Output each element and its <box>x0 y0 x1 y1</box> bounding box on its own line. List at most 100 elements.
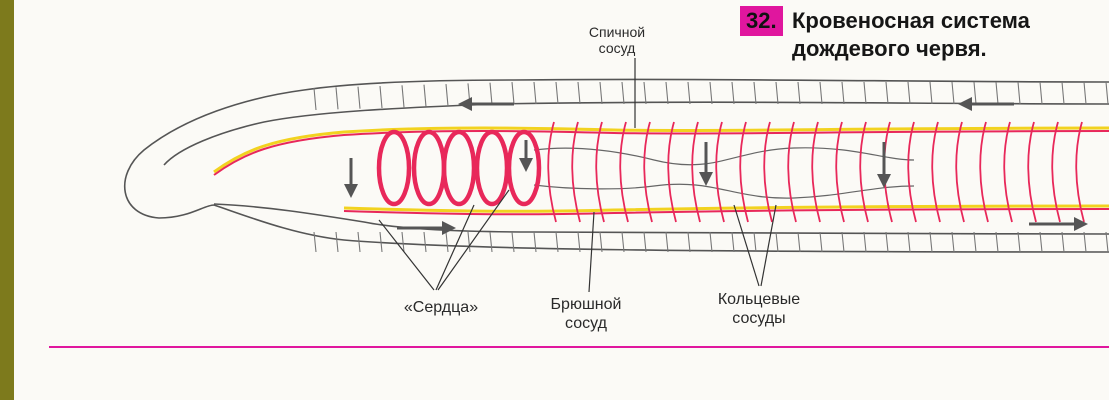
arrow-left-icon <box>958 97 1014 111</box>
segment-line <box>776 232 778 252</box>
arrow-right-icon <box>397 221 456 235</box>
label-ventral-vessel: Брюшной сосуд <box>534 295 638 333</box>
heart-ring <box>477 132 507 204</box>
diagram-frame: 32. Кровеносная система дождевого червя.… <box>14 0 1109 400</box>
segment-line <box>996 232 998 252</box>
title-line-2: дождевого червя. <box>792 35 987 63</box>
segment-line <box>1018 232 1020 252</box>
segment-line <box>908 82 910 104</box>
arrow-left-icon <box>458 97 514 111</box>
label-dorsal-line-2: сосуд <box>577 40 657 56</box>
figure-number-badge: 32. <box>740 6 783 36</box>
arrow-down-icon <box>344 158 358 198</box>
segment-line <box>644 82 646 104</box>
segment-line <box>1040 232 1042 252</box>
segment-line <box>864 82 866 104</box>
label-ventral-line-2: сосуд <box>534 314 638 333</box>
segment-line <box>1062 82 1064 104</box>
segment-line <box>776 82 778 104</box>
segment-line <box>952 82 954 104</box>
segment-line <box>842 232 844 252</box>
segment-line <box>336 232 338 252</box>
segment-line <box>490 232 492 252</box>
segment-line <box>336 87 338 109</box>
segment-line <box>798 232 800 252</box>
ring-vessel <box>668 122 676 222</box>
segment-line <box>820 232 822 252</box>
segment-line <box>424 85 426 107</box>
intestine-outline <box>534 148 914 198</box>
segment-line <box>952 232 954 252</box>
segment-line <box>446 232 448 252</box>
segment-line <box>688 232 690 252</box>
segment-line <box>820 82 822 104</box>
segment-line <box>886 82 888 104</box>
segment-line <box>622 82 624 104</box>
segment-line <box>710 82 712 104</box>
segment-line <box>930 82 932 104</box>
segment-line <box>1106 82 1108 104</box>
label-rings-line-2: сосуды <box>704 309 814 328</box>
segment-line <box>1018 82 1020 104</box>
segment-line <box>358 87 360 109</box>
segment-line <box>512 82 514 104</box>
segment-line <box>1106 232 1108 252</box>
segment-line <box>908 232 910 252</box>
dorsal-vessel <box>214 128 1109 175</box>
label-ring-vessels: Кольцевые сосуды <box>704 290 814 328</box>
figure-title: 32. Кровеносная система дождевого червя. <box>740 4 1109 64</box>
segment-line <box>666 82 668 104</box>
ring-vessel <box>620 122 628 222</box>
segment-line <box>666 232 668 252</box>
arrow-down-icon <box>519 140 533 172</box>
segment-line <box>380 86 382 108</box>
ring-vessel <box>596 122 604 222</box>
segment-line <box>930 232 932 252</box>
ring-vessel <box>692 122 700 222</box>
ring-vessel <box>644 122 652 222</box>
segment-line <box>974 232 976 252</box>
segment-line <box>446 84 448 106</box>
segment-line <box>314 88 316 110</box>
label-ventral-line-1: Брюшной <box>534 295 638 314</box>
label-rings-line-1: Кольцевые <box>704 290 814 309</box>
segment-line <box>468 232 470 252</box>
segment-line <box>732 82 734 104</box>
segment-line <box>1040 82 1042 104</box>
segment-line <box>424 232 426 252</box>
label-dorsal-line-1: Спичной <box>577 24 657 40</box>
segment-line <box>974 82 976 104</box>
hearts-group <box>379 132 539 204</box>
segment-line <box>578 82 580 104</box>
ring-vessel <box>572 122 580 222</box>
segment-line <box>556 82 558 104</box>
heart-ring <box>444 132 474 204</box>
segment-line <box>1062 232 1064 252</box>
segment-line <box>996 82 998 104</box>
ventral-vessel <box>344 206 1109 214</box>
segment-line <box>688 82 690 104</box>
segment-line <box>1084 82 1086 104</box>
heart-ring <box>379 132 409 204</box>
segment-line <box>600 82 602 104</box>
segment-line <box>710 232 712 252</box>
segment-line <box>534 232 536 252</box>
segment-line <box>798 82 800 104</box>
segment-line <box>1084 232 1086 252</box>
title-line-1: Кровеносная система <box>792 6 1030 36</box>
segment-line <box>534 82 536 104</box>
segment-line <box>886 232 888 252</box>
segment-line <box>864 232 866 252</box>
segment-line <box>512 232 514 252</box>
segment-line <box>490 83 492 105</box>
ring-vessel <box>548 122 556 222</box>
segment-line <box>754 232 756 252</box>
segment-line <box>732 232 734 252</box>
segment-line <box>644 232 646 252</box>
label-dorsal-vessel: Спичной сосуд <box>577 24 657 56</box>
heart-ring <box>414 132 444 204</box>
arrow-down-icon <box>877 142 891 188</box>
segment-line <box>402 85 404 107</box>
label-hearts: «Сердца» <box>386 298 496 317</box>
segment-line <box>754 82 756 104</box>
